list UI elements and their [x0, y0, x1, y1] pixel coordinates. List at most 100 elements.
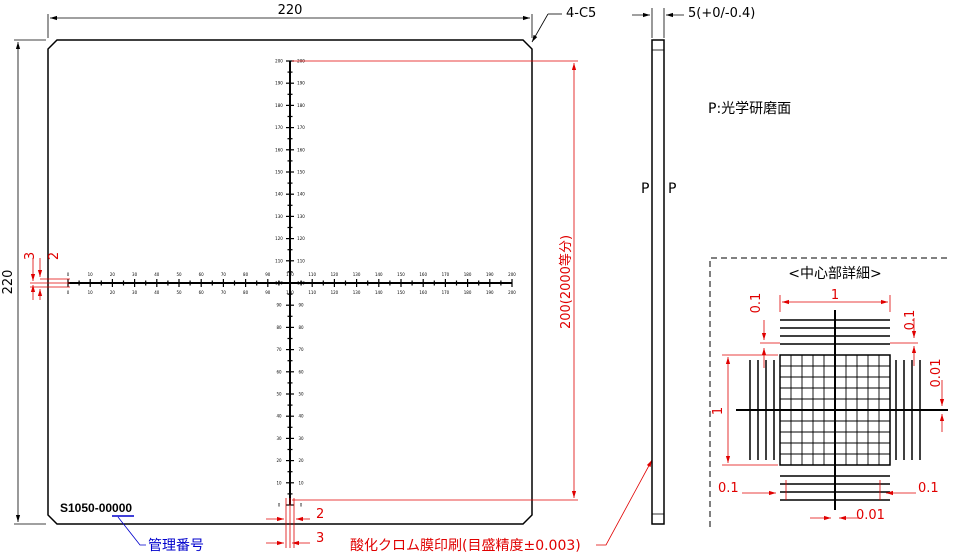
scale-y-tick-label-left: 150: [275, 170, 283, 175]
scale-y-tick-label-right: 30: [298, 436, 304, 441]
left-offset-3-text: 3: [23, 252, 38, 260]
scale-x-tick-label-bottom: 140: [375, 290, 383, 295]
scale-x-tick-label-top: 180: [464, 272, 472, 277]
scale-y-tick-label-left: 30: [276, 436, 282, 441]
bottom-offset-dimensions: 2 3: [266, 498, 324, 548]
side-view: 5(+0/-0.4) P P P:光学研磨面: [632, 6, 791, 525]
scale-y-tick-label-left: 170: [275, 125, 283, 130]
scale-x-tick-label-bottom: 90: [265, 290, 271, 295]
scale-x-tick-label-bottom: 160: [419, 290, 427, 295]
detail-dim-top-text: 1: [831, 288, 839, 303]
serial-leader: [117, 516, 146, 546]
bottom-offset-2-text: 2: [316, 507, 324, 522]
width-dim-text: 220: [278, 3, 303, 18]
serial-number: S1050-00000: [60, 501, 132, 515]
scale-x-tick-label-top: 90: [265, 272, 271, 277]
scale-y-tick-label-right: 130: [297, 214, 305, 219]
scale-y-tick-label-right: 90: [298, 303, 304, 308]
scale-x-tick-label-top: 60: [199, 272, 205, 277]
scale-y-tick-label-right: 150: [297, 170, 305, 175]
scale-x-tick-label-bottom: 120: [331, 290, 339, 295]
thickness-dimension: 5(+0/-0.4): [632, 6, 755, 38]
print-note-leader: [596, 459, 653, 546]
scale-y-tick-label-right: 70: [298, 347, 304, 352]
scale-x-tick-label-top: 80: [243, 272, 249, 277]
scale-x-tick-label-top: 0: [67, 272, 70, 277]
scale-y-tick-label-left: 40: [276, 414, 282, 419]
scale-x-tick-label-bottom: 200: [508, 290, 516, 295]
detail-dim-001-bottom-text: 0.01: [856, 508, 885, 523]
detail-dim-01-tr-text: 0.1: [903, 310, 918, 331]
scale-length-text: 200(2000等分): [558, 235, 574, 329]
scale-x-tick-label-bottom: 80: [243, 290, 249, 295]
bottom-offset-3-text: 3: [316, 531, 324, 546]
detail-ticks: [749, 319, 921, 501]
detail-dim-left-text: 1: [711, 407, 726, 415]
height-dimension: 220: [1, 39, 46, 525]
scale-y-tick-label-left: 100: [275, 281, 283, 286]
scale-y-tick-label-left: 200: [275, 59, 283, 64]
chamfer-note: 4-C5: [531, 6, 596, 43]
face-right-label: P: [668, 181, 676, 197]
side-plate: [651, 39, 665, 525]
scale-x-tick-label-bottom: 130: [353, 290, 361, 295]
front-view: 220 220 4-C5 001010202030304040505060607…: [1, 3, 653, 554]
chamfer-text: 4-C5: [566, 6, 596, 21]
scale-x-tick-label-top: 50: [176, 272, 182, 277]
width-dimension: 220: [47, 3, 533, 38]
left-offset-dimensions: 3 2: [23, 252, 70, 300]
scale-x-tick-label-bottom: 180: [464, 290, 472, 295]
scale-x-tick-label-top: 150: [397, 272, 405, 277]
scale-y-tick-label-left: 50: [276, 392, 282, 397]
detail-dimensions: 1 1 0.1 0.1 0.01 0.1: [711, 288, 945, 523]
scale-y-tick-label-right: 80: [298, 325, 304, 330]
scale-y-tick-label-right: 180: [297, 103, 305, 108]
scale-x-tick-label-bottom: 150: [397, 290, 405, 295]
scale-x-tick-label-bottom: 170: [442, 290, 450, 295]
detail-title: <中心部詳細>: [788, 266, 881, 282]
scale-x-tick-label-top: 170: [442, 272, 450, 277]
scale-y-tick-label-left: 70: [276, 347, 282, 352]
scale-y-tick-label-right: 160: [297, 147, 305, 152]
scale-x-tick-label-top: 20: [110, 272, 116, 277]
scale-y-tick-label-left: 190: [275, 81, 283, 86]
scale-y-tick-label-right: 60: [298, 369, 304, 374]
scale-y-tick-label-left: 0: [278, 503, 281, 508]
scale-y-tick-label-left: 60: [276, 369, 282, 374]
plate-outline: [47, 39, 533, 525]
scale-labels: 0010102020303040405050606070708080909010…: [67, 59, 517, 508]
scale-y-tick-label-right: 20: [298, 458, 304, 463]
scale-y-tick-label-right: 190: [297, 81, 305, 86]
scale-x-tick-label-bottom: 30: [132, 290, 138, 295]
scale-y-tick-label-left: 20: [276, 458, 282, 463]
detail-dim-01-tl-text: 0.1: [749, 293, 764, 314]
print-note: 酸化クロム膜印刷(目盛精度±0.003): [350, 538, 581, 554]
scale-y-tick-label-left: 140: [275, 192, 283, 197]
scale-y-tick-label-left: 110: [275, 258, 283, 263]
scale-x-tick-label-bottom: 10: [88, 290, 94, 295]
scale-y-tick-label-right: 140: [297, 192, 305, 197]
scale-x-tick-label-bottom: 50: [176, 290, 182, 295]
scale-x-tick-label-top: 140: [375, 272, 383, 277]
scale-y-tick-label-right: 100: [297, 281, 305, 286]
scale-ticks: [67, 60, 513, 506]
scale-x-tick-label-bottom: 0: [67, 290, 70, 295]
scale-y-tick-label-left: 160: [275, 147, 283, 152]
scale-length-dimension: 200(2000等分): [292, 60, 578, 501]
detail-dim-01-bl-text: 0.1: [718, 481, 739, 496]
scale-y-tick-label-right: 50: [298, 392, 304, 397]
scale-y-tick-label-right: 0: [300, 503, 303, 508]
scale-x-tick-label-top: 130: [353, 272, 361, 277]
scale-y-tick-label-right: 120: [297, 236, 305, 241]
detail-view: <中心部詳細> 1 1 0.1: [709, 257, 950, 527]
scale-x-tick-label-bottom: 60: [199, 290, 205, 295]
scale-y-tick-label-right: 170: [297, 125, 305, 130]
detail-dim-01-br-text: 0.1: [918, 481, 939, 496]
scale-y-tick-label-left: 130: [275, 214, 283, 219]
scale-x-tick-label-top: 10: [88, 272, 94, 277]
detail-dim-001-right-text: 0.01: [929, 359, 944, 388]
face-legend: P:光学研磨面: [708, 101, 791, 117]
scale-y-tick-label-left: 90: [276, 303, 282, 308]
serial-label: 管理番号: [148, 538, 204, 554]
